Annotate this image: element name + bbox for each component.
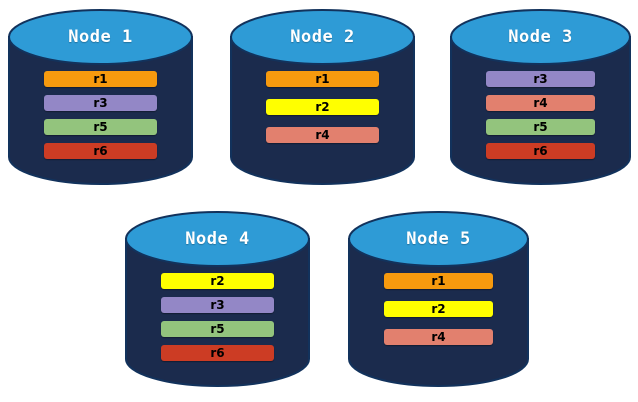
shard-list: r2 r3 r5 r6 xyxy=(125,273,310,361)
shard-r2[interactable]: r2 xyxy=(266,99,379,115)
shard-r5[interactable]: r5 xyxy=(486,119,595,135)
shard-r2[interactable]: r2 xyxy=(161,273,274,289)
shard-r5[interactable]: r5 xyxy=(44,119,157,135)
shard-r1[interactable]: r1 xyxy=(266,71,379,87)
cylinder-top-ellipse xyxy=(230,9,415,65)
cylinder-top-ellipse xyxy=(348,211,529,267)
shard-list: r1 r3 r5 r6 xyxy=(8,71,193,159)
shard-r1[interactable]: r1 xyxy=(384,273,493,289)
cylinder-top-ellipse xyxy=(450,9,631,65)
shard-r6[interactable]: r6 xyxy=(486,143,595,159)
shard-list: r1 r2 r4 xyxy=(230,71,415,143)
shard-r3[interactable]: r3 xyxy=(486,71,595,87)
shard-r3[interactable]: r3 xyxy=(161,297,274,313)
shard-r6[interactable]: r6 xyxy=(44,143,157,159)
shard-r6[interactable]: r6 xyxy=(161,345,274,361)
shard-r4[interactable]: r4 xyxy=(384,329,493,345)
shard-list: r1 r2 r4 xyxy=(348,273,529,345)
shard-r4[interactable]: r4 xyxy=(486,95,595,111)
cylinder-top-ellipse xyxy=(8,9,193,65)
shard-r5[interactable]: r5 xyxy=(161,321,274,337)
shard-r3[interactable]: r3 xyxy=(44,95,157,111)
shard-r1[interactable]: r1 xyxy=(44,71,157,87)
shard-r2[interactable]: r2 xyxy=(384,301,493,317)
shard-list: r3 r4 r5 r6 xyxy=(450,71,631,159)
shard-r4[interactable]: r4 xyxy=(266,127,379,143)
cylinder-top-ellipse xyxy=(125,211,310,267)
